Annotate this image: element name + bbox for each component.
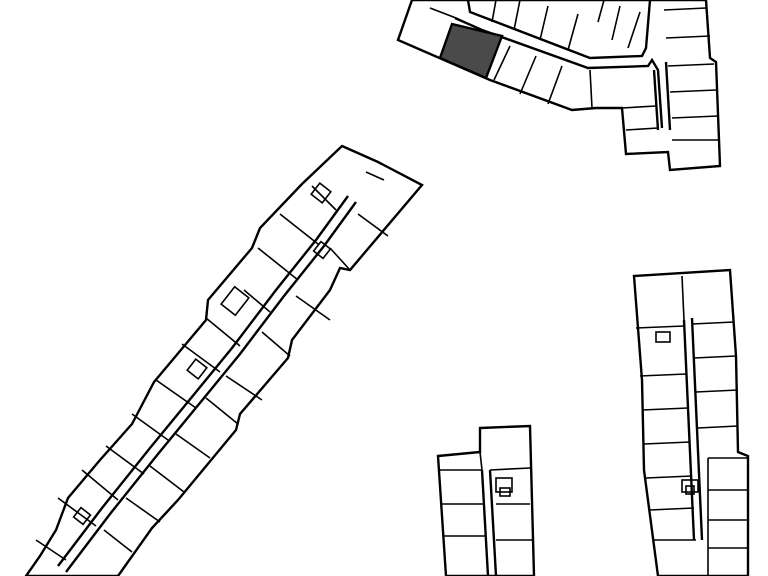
corridor-diagonal-left [57,195,349,567]
building-top [396,0,722,172]
building-diagonal [24,144,424,576]
building-top-outline [396,0,722,172]
building-right-outline [632,268,750,576]
unit-top-highlighted[interactable] [438,22,504,80]
corridor-top-inner [466,0,652,60]
building-right [632,268,750,576]
building-diagonal-outline [24,144,424,576]
building-bottom-center [436,424,536,576]
